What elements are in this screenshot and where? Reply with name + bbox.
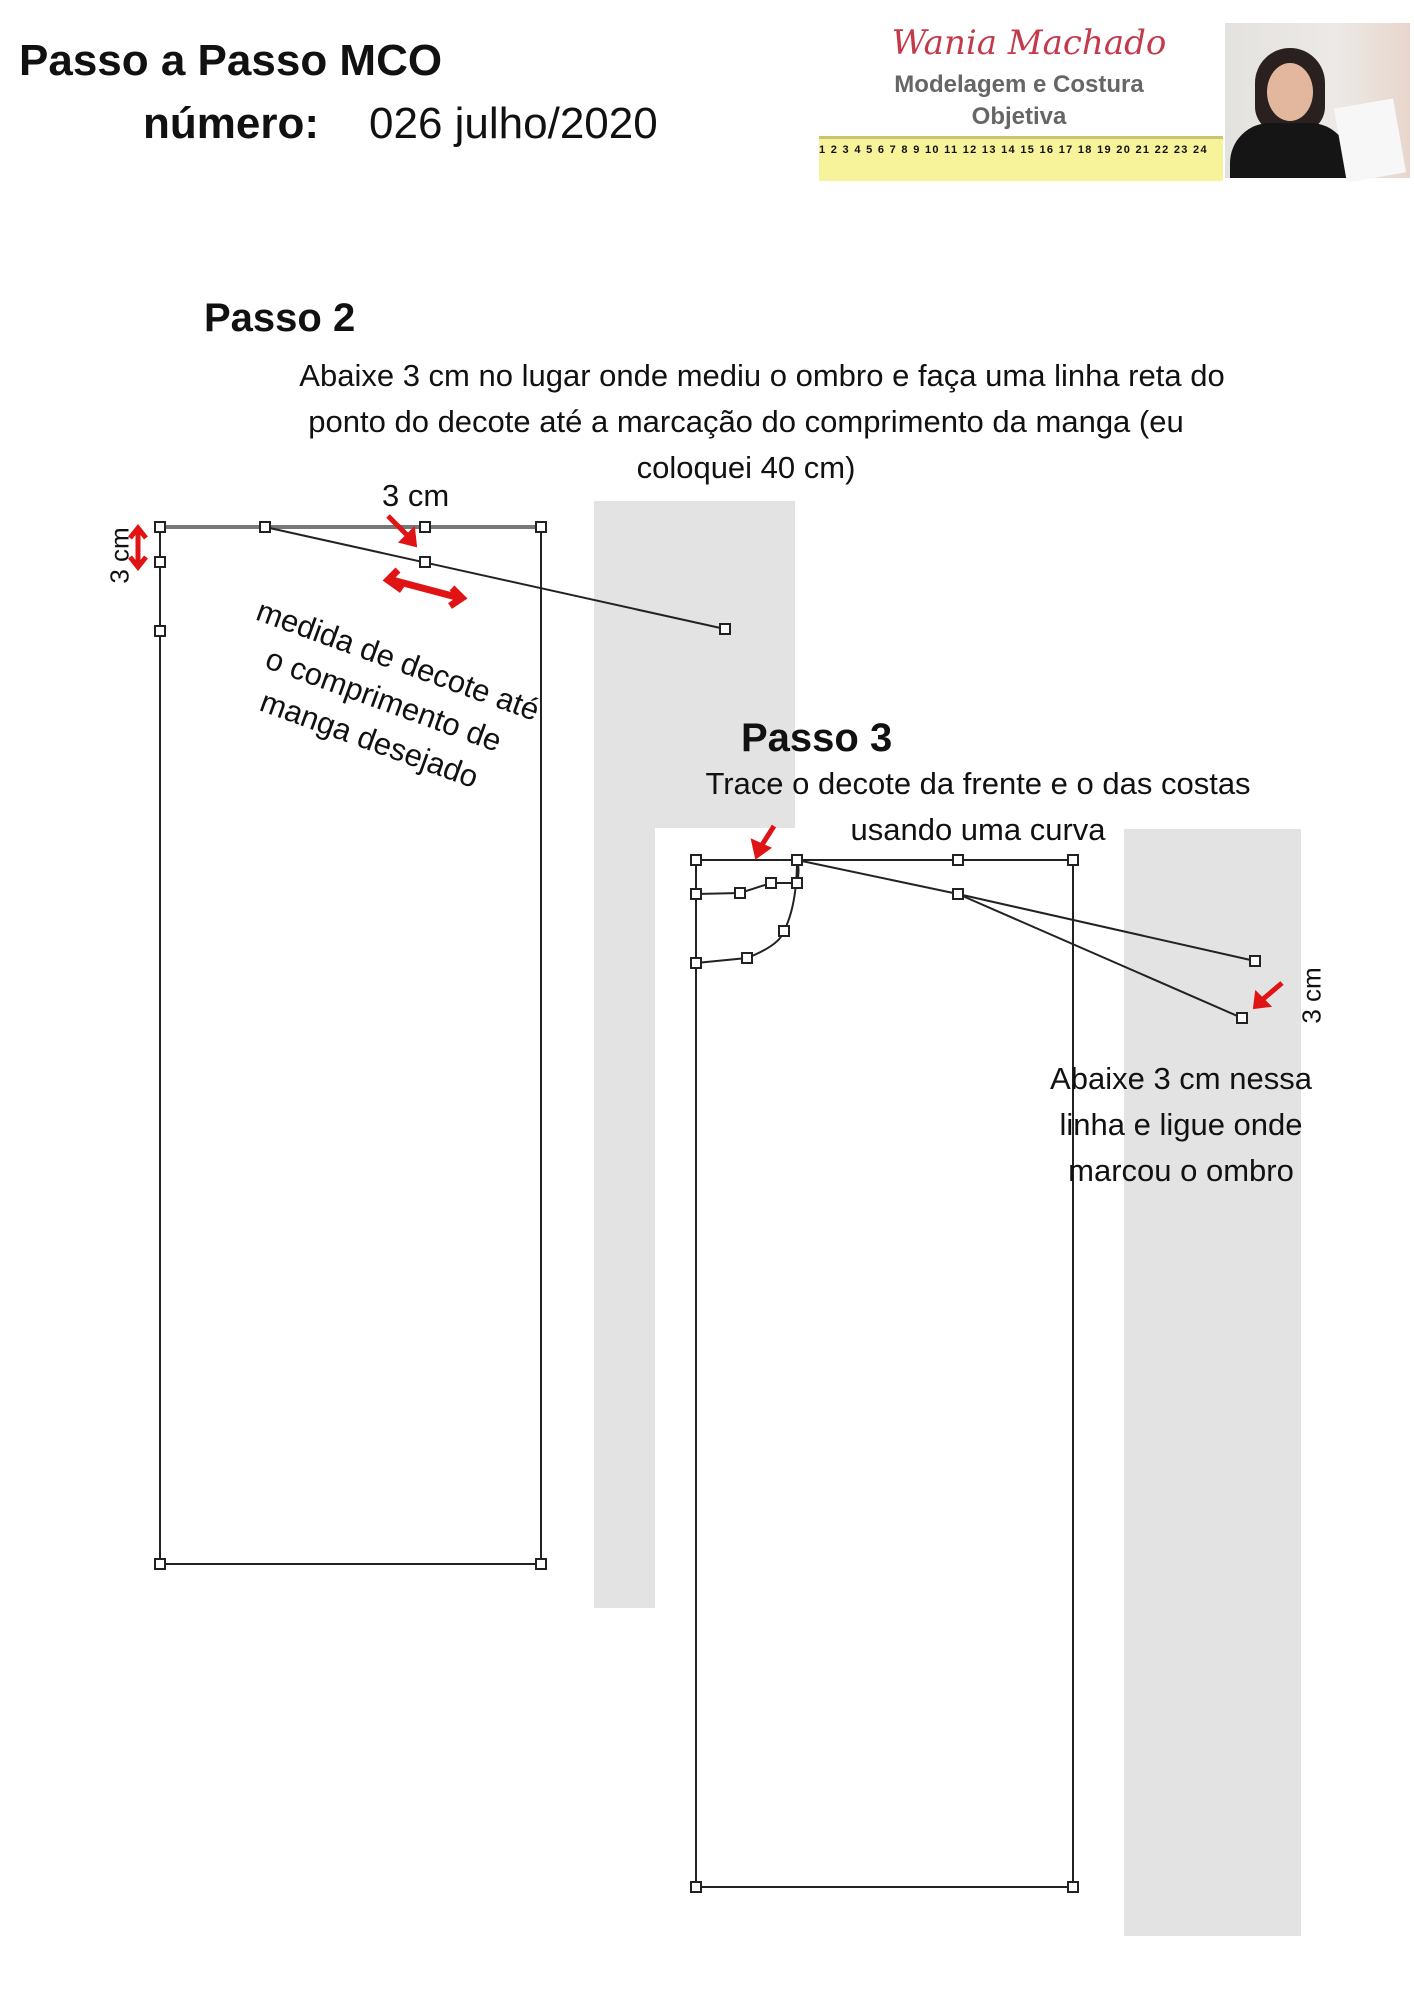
number-label: número: [143,99,319,148]
step2-title: Passo 2 [204,296,356,340]
step3-line: Trace o decote da frente e o das costas [705,766,1251,801]
step2-line: Abaixe 3 cm no lugar onde mediu o ombro … [299,358,1225,393]
annotation-line: marcou o ombro [1068,1153,1294,1188]
annotation-line: linha e ligue onde [1059,1107,1303,1142]
annotation-line: Abaixe 3 cm nessa [1050,1061,1312,1096]
logo-name: Wania Machado [891,23,1167,63]
logo-line1: Modelagem e Costura [894,71,1144,98]
arrow-down-icon [1260,981,1284,1002]
ruler-graphic: 1 2 3 4 5 6 7 8 9 10 11 12 13 14 15 16 1… [819,136,1223,181]
step3-rectangle [695,859,1074,1888]
label-3cm-side: 3 cm [104,527,135,584]
double-arrow-icon [382,567,468,609]
back-neckline [695,859,798,964]
panel [1124,829,1301,1936]
label-3cm-side: 3 cm [1296,967,1327,1024]
author-photo [1225,23,1410,183]
step3-title: Passo 3 [741,716,893,760]
step2-line: coloquei 40 cm) [636,450,856,485]
document-title: Passo a Passo MCO [19,36,443,85]
step3-line: usando uma curva [850,812,1106,847]
step2-line: ponto do decote até a marcação do compri… [308,404,1184,439]
gray-panels [594,501,1301,1936]
vertical-arrow-icon [128,523,148,572]
step3-annotation: Abaixe 3 cm nessa linha e ligue onde mar… [1050,1056,1312,1194]
label-3cm-top: 3 cm [382,478,450,513]
sleeve-line [264,526,726,630]
front-neckline [695,859,800,895]
number-value: 026 julho/2020 [369,99,658,148]
control-points [154,521,1261,1893]
brand-logo: Wania Machado Modelagem e Costura Objeti… [819,23,1223,181]
panel [594,501,655,1608]
logo-line2: Objetiva [971,103,1067,130]
